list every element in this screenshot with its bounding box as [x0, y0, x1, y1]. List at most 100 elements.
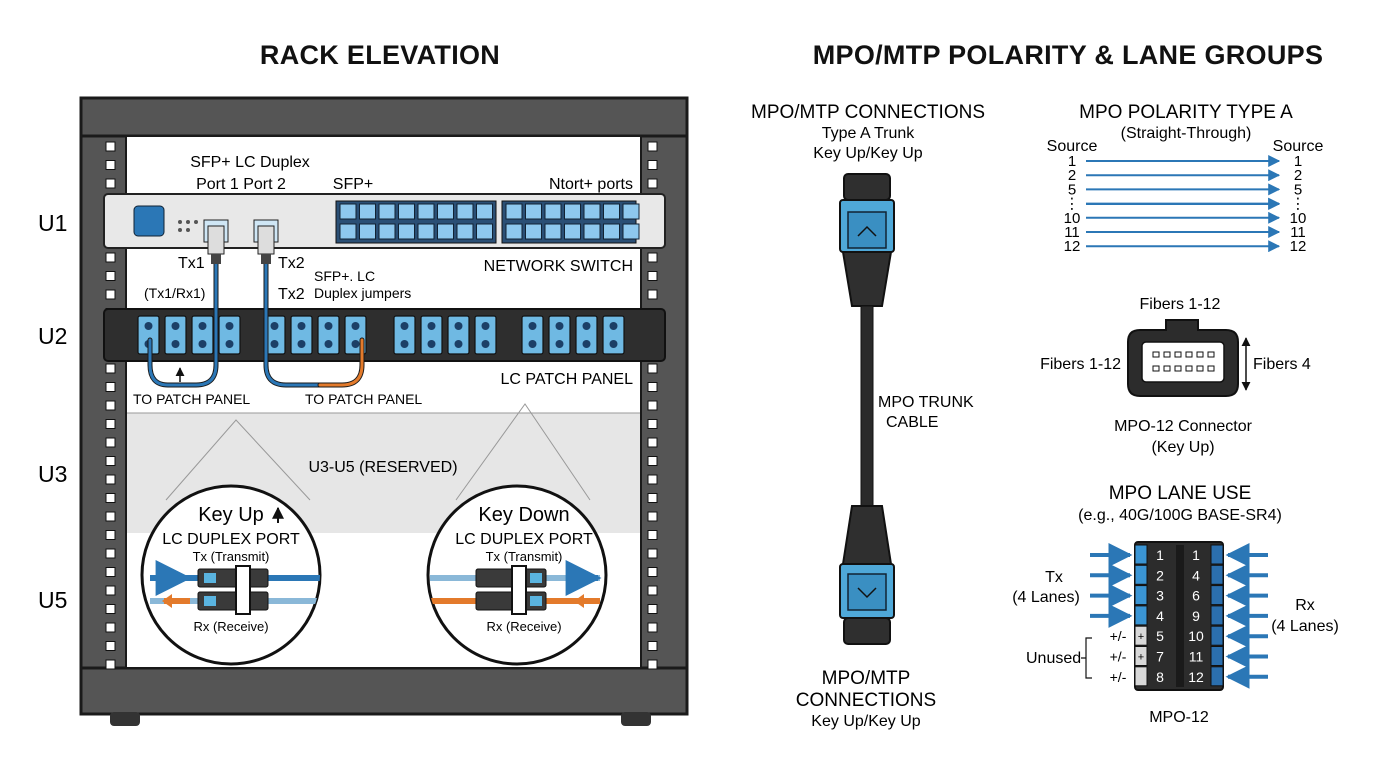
- rx-lanes: (4 Lanes): [1271, 618, 1339, 635]
- connector-fiber-hole: [1163, 351, 1171, 358]
- connector-fiber-hole: [1207, 351, 1215, 358]
- lc-port[interactable]: [420, 315, 443, 355]
- tx-lanes: (4 Lanes): [1012, 589, 1080, 606]
- rj45-port[interactable]: [378, 223, 396, 240]
- rj45-port[interactable]: [456, 223, 474, 240]
- rj45-port[interactable]: [525, 203, 542, 220]
- rj45-port[interactable]: [437, 223, 454, 240]
- lc-port[interactable]: [164, 315, 187, 355]
- lane-left-fiber: 8: [1156, 669, 1164, 685]
- lane-left-fiber: 3: [1156, 588, 1164, 604]
- rack-foot-right: [621, 712, 651, 726]
- rj45-port[interactable]: [437, 203, 454, 220]
- rj45-port[interactable]: [359, 223, 376, 240]
- rack-hole: [647, 400, 658, 411]
- trunk-bottom-1: MPO/MTP: [822, 668, 911, 689]
- lc-port-hole: [609, 322, 618, 330]
- polarity-dest-fiber: 10: [1290, 210, 1307, 227]
- lc-port-hole: [171, 340, 180, 348]
- lc-port-hole: [481, 322, 490, 330]
- lane-right-tab: [1210, 585, 1224, 606]
- lane-left-tab: [1134, 646, 1148, 666]
- lc-port-hole: [171, 322, 180, 330]
- polarity-type-a: MPO POLARITY TYPE A (Straight-Through) S…: [1047, 102, 1324, 255]
- lc-port[interactable]: [317, 315, 340, 355]
- trunk-top-sub2: Key Up/Key Up: [813, 145, 922, 162]
- connector-fiber-hole: [1152, 351, 1160, 358]
- lc-port[interactable]: [602, 315, 625, 355]
- rack-hole: [647, 659, 658, 670]
- connector-fiber-hole: [1207, 365, 1215, 372]
- unused-brace: [1081, 637, 1092, 679]
- switch-name: NETWORK SWITCH: [484, 258, 633, 275]
- rj45-port[interactable]: [603, 203, 620, 220]
- rj45-port[interactable]: [505, 203, 523, 220]
- rj45-port[interactable]: [339, 203, 357, 220]
- rack-hole: [647, 474, 658, 485]
- rj45-port[interactable]: [622, 223, 640, 240]
- lc-port[interactable]: [548, 315, 571, 355]
- rack-hole: [647, 382, 658, 392]
- rj45-port[interactable]: [359, 203, 376, 220]
- rack-hole: [105, 622, 116, 633]
- lc-port[interactable]: [290, 315, 313, 355]
- lc-port-hole: [555, 322, 564, 330]
- rj45-port[interactable]: [398, 223, 415, 240]
- rack-top-rail: [79, 96, 689, 138]
- rj45-port[interactable]: [564, 223, 581, 240]
- rj45-port[interactable]: [339, 223, 357, 240]
- lc-port-hole: [609, 340, 618, 348]
- rj45-port[interactable]: [456, 203, 474, 220]
- jumper-cables: [147, 227, 365, 388]
- rj45-port[interactable]: [417, 203, 435, 220]
- rj45-port[interactable]: [505, 223, 523, 240]
- connector-key: (Key Up): [1151, 439, 1214, 456]
- rj45-port[interactable]: [583, 203, 601, 220]
- lc-port[interactable]: [393, 315, 416, 355]
- rj45-port[interactable]: [476, 203, 493, 220]
- lane-use: MPO LANE USE (e.g., 40G/100G BASE-SR4) 1…: [1012, 483, 1339, 726]
- rack-hole: [105, 160, 116, 170]
- lc-port-hole: [270, 322, 279, 330]
- detail-key-up: Key Up LC DUPLEX PORT Tx (Transmit) Rx (…: [140, 484, 322, 666]
- to-patch-panel-2: TO PATCH PANEL: [305, 391, 422, 407]
- lc-port-hole: [481, 340, 490, 348]
- lc-port-hole: [225, 340, 234, 348]
- lc-port[interactable]: [521, 315, 544, 355]
- polarity-source-fiber: 11: [1064, 224, 1080, 241]
- lane-connector-name: MPO-12: [1149, 709, 1209, 726]
- lc-port[interactable]: [191, 315, 214, 355]
- rx-label: Rx: [1295, 597, 1315, 614]
- rj45-port[interactable]: [583, 223, 601, 240]
- lc-port-hole: [427, 322, 436, 330]
- polarity-left-header: Source: [1047, 138, 1098, 155]
- rj45-port[interactable]: [417, 223, 435, 240]
- unit-label-u2: U2: [38, 323, 67, 349]
- polarity-dest-fiber: 2: [1294, 167, 1302, 184]
- rj45-port[interactable]: [564, 203, 581, 220]
- mpo-connector-bottom-icon: [839, 505, 895, 645]
- rj45-port[interactable]: [622, 203, 640, 220]
- lc-port[interactable]: [218, 315, 241, 355]
- rj45-port[interactable]: [544, 223, 562, 240]
- rj45-port[interactable]: [398, 203, 415, 220]
- lc-port-hole: [400, 340, 409, 348]
- rj45-port[interactable]: [544, 203, 562, 220]
- lane-connector-slot: [1176, 545, 1184, 687]
- lc-port[interactable]: [447, 315, 470, 355]
- connector-fiber-hole: [1163, 365, 1171, 372]
- rack-hole: [647, 548, 658, 559]
- lane-right-tab: [1210, 625, 1224, 646]
- rack-hole: [647, 289, 658, 300]
- rj45-port[interactable]: [476, 223, 493, 240]
- lc-port[interactable]: [575, 315, 598, 355]
- rj45-port[interactable]: [525, 223, 542, 240]
- unit-label-u3: U3: [38, 461, 67, 487]
- patch-panel-name: LC PATCH PANEL: [501, 371, 634, 388]
- rj45-port[interactable]: [378, 203, 396, 220]
- connector-fiber-holes: [1152, 351, 1215, 372]
- lane-left-tab: [1134, 605, 1148, 626]
- lc-port[interactable]: [474, 315, 497, 355]
- rj45-port[interactable]: [603, 223, 620, 240]
